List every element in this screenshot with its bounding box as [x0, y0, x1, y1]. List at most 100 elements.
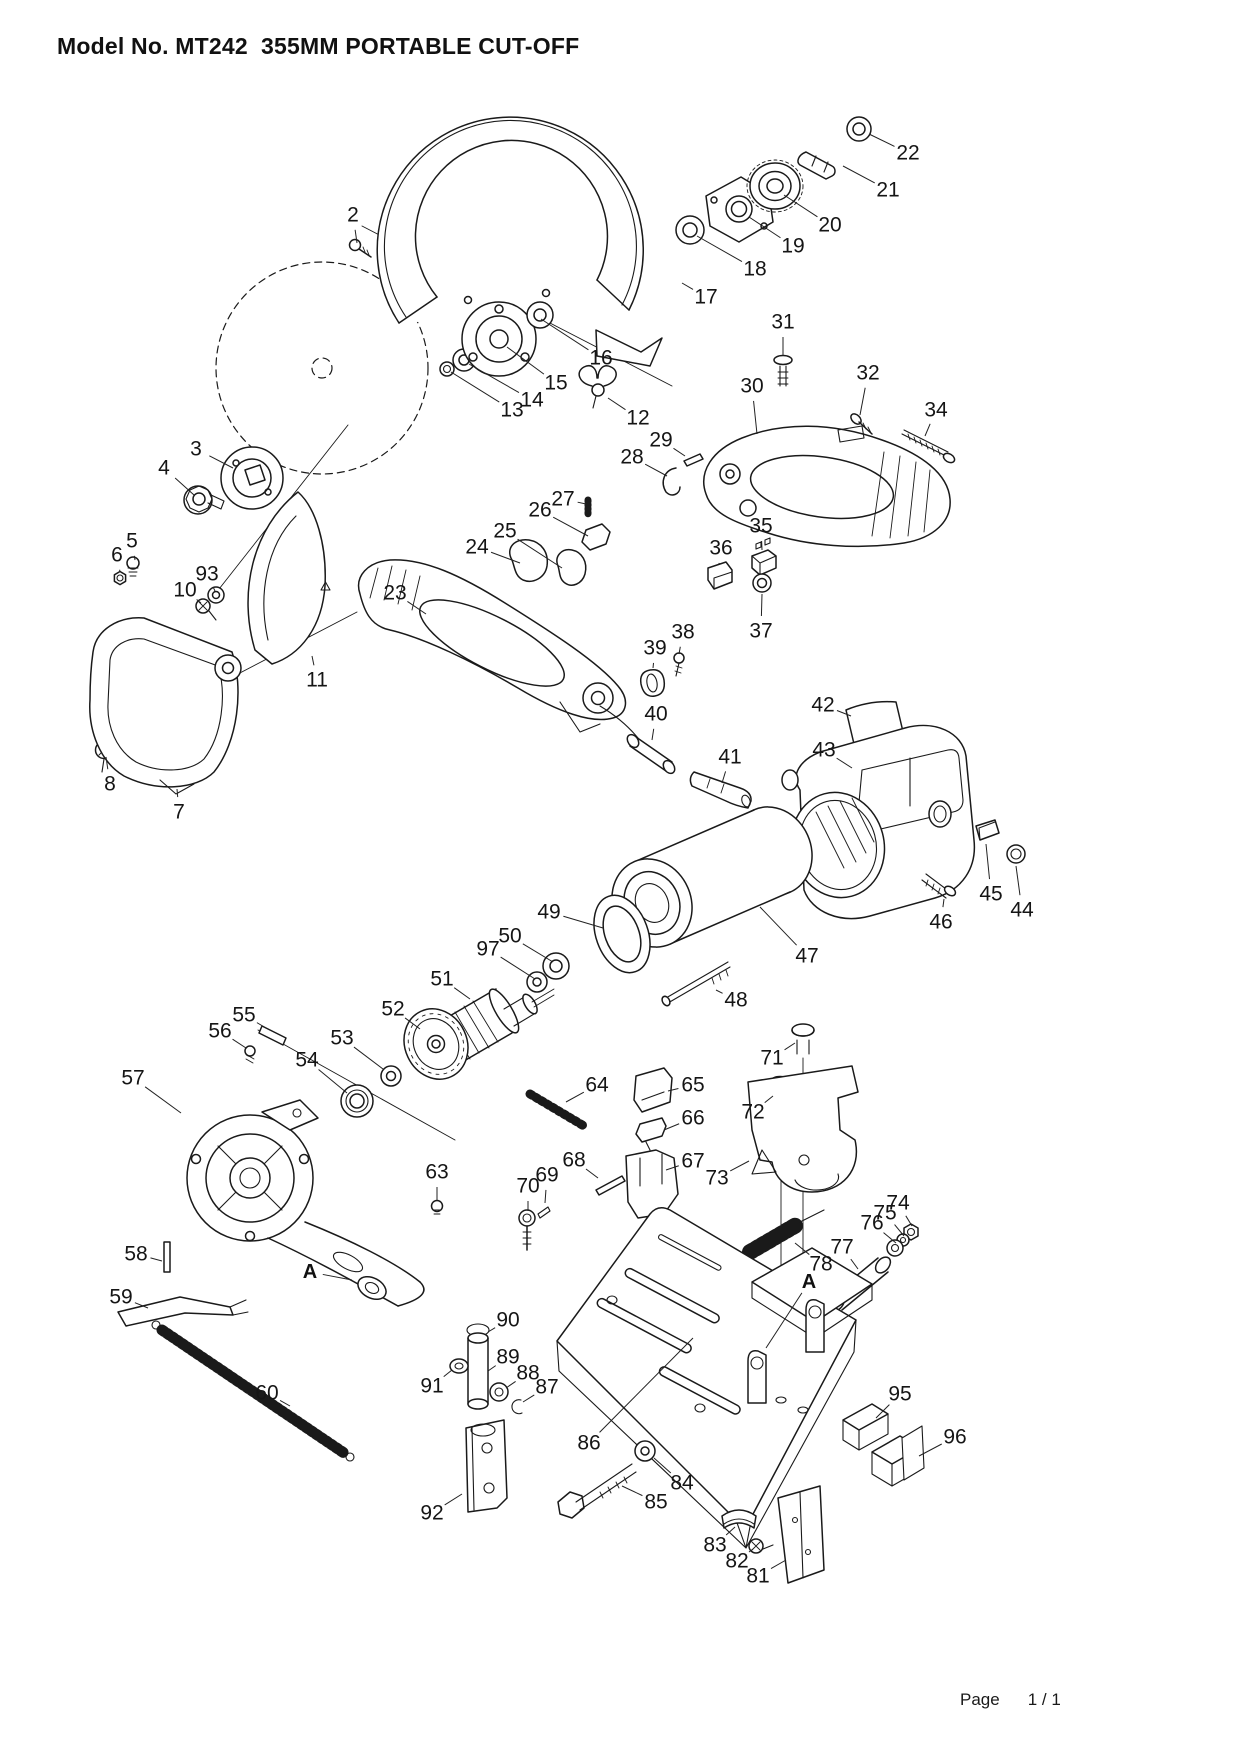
part-callout: 6 [111, 544, 123, 567]
part-callout: 53 [330, 1027, 353, 1050]
leader-line [918, 1443, 942, 1457]
handle-screws [773, 354, 956, 464]
armature-train [244, 894, 651, 1118]
leader-line [577, 501, 587, 505]
lock-lever-cluster [508, 453, 704, 586]
part-callout: 73 [705, 1167, 728, 1190]
part-callout: 49 [537, 901, 560, 924]
leader-line [105, 756, 109, 770]
part-callout: 28 [620, 446, 643, 469]
leader-line [652, 662, 655, 669]
part-callout: 47 [795, 945, 818, 968]
leader-line [450, 371, 500, 403]
part-callout: 20 [818, 214, 841, 237]
leader-line [150, 1257, 163, 1262]
leader-line [794, 1242, 810, 1255]
footer-page-number: 1 / 1 [1027, 1690, 1061, 1709]
leader-line [651, 728, 655, 741]
part-callout: 90 [496, 1309, 519, 1332]
part-callout: 8 [104, 773, 116, 796]
part-callout: 57 [121, 1067, 144, 1090]
part-callout: 15 [544, 372, 567, 395]
part-callout: 42 [811, 694, 834, 717]
leader-line [765, 1292, 803, 1349]
leader-line [850, 1258, 859, 1270]
set-screw-63 [430, 1199, 444, 1215]
part-callout: 58 [124, 1243, 147, 1266]
leader-line [748, 1548, 754, 1553]
part-callout: 50 [498, 925, 521, 948]
part-callout: 68 [562, 1149, 585, 1172]
part-callout: 65 [681, 1074, 704, 1097]
leader-line [725, 1526, 736, 1536]
leader-line [696, 235, 743, 263]
leader-line [279, 1399, 291, 1407]
part-callout: 19 [781, 235, 804, 258]
part-callout: 52 [381, 998, 404, 1021]
part-callout: 22 [896, 142, 919, 165]
leader-line [663, 1123, 680, 1131]
part-callout: 14 [520, 389, 544, 412]
part-callout: 12 [626, 407, 649, 430]
leader-line [522, 1394, 535, 1403]
part-callout: 51 [430, 968, 453, 991]
leader-line [942, 898, 945, 908]
part-callout: 38 [671, 621, 694, 644]
part-callout: 44 [1010, 899, 1034, 922]
part-callout: 82 [725, 1550, 748, 1573]
leader-line [522, 943, 554, 963]
part-callout: 74 [886, 1192, 910, 1215]
leader-line [552, 516, 589, 537]
part-callout: 69 [535, 1164, 558, 1187]
leader-line [905, 1215, 913, 1227]
part-callout: 66 [681, 1107, 704, 1130]
leader-line [730, 1160, 750, 1172]
part-callout: 71 [760, 1047, 783, 1070]
leader-line [644, 463, 668, 477]
pin-lever-spring [117, 1241, 355, 1462]
leader-line [721, 771, 727, 784]
part-callout: 10 [173, 579, 196, 602]
leader-line [883, 1232, 897, 1244]
leader-line [759, 906, 797, 946]
leader-line [505, 1381, 516, 1389]
part-callout: 43 [812, 739, 835, 762]
leader-line [667, 1088, 679, 1092]
leader-line [784, 1042, 796, 1051]
part-callout: 63 [425, 1161, 448, 1184]
flange-bearing-set [439, 301, 554, 377]
part-callout: 83 [703, 1534, 726, 1557]
leader-line [354, 229, 358, 244]
leader-line [318, 1069, 348, 1094]
part-callout: 70 [516, 1175, 539, 1198]
screw-2 [348, 238, 372, 258]
part-callout: 46 [929, 911, 952, 934]
leader-line [311, 655, 315, 666]
leader-line [563, 915, 604, 929]
leader-line [404, 1017, 421, 1030]
leader-line [174, 477, 195, 496]
leader-line [1015, 865, 1021, 896]
part-callout: 81 [746, 1565, 769, 1588]
part-callout: 84 [670, 1472, 694, 1495]
leader-line [859, 387, 866, 416]
leader-line [490, 551, 521, 564]
leader-line [894, 1224, 905, 1237]
part-callout: 41 [718, 746, 741, 769]
leader-line [770, 1559, 787, 1569]
leader-line [444, 1493, 463, 1506]
part-callout: 76 [860, 1212, 883, 1235]
part-callout: 75 [873, 1202, 896, 1225]
leader-line [133, 555, 136, 561]
leader-line [256, 1022, 267, 1029]
leader-line [322, 1273, 353, 1281]
vise-bolts-plate [747, 1023, 859, 1193]
gear-housing-cover [186, 1099, 425, 1307]
part-callout: 21 [876, 179, 899, 202]
part-callout: 60 [255, 1382, 278, 1405]
leader-line [407, 600, 427, 615]
leader-line [599, 1337, 694, 1433]
part-callout: 59 [109, 1286, 132, 1309]
